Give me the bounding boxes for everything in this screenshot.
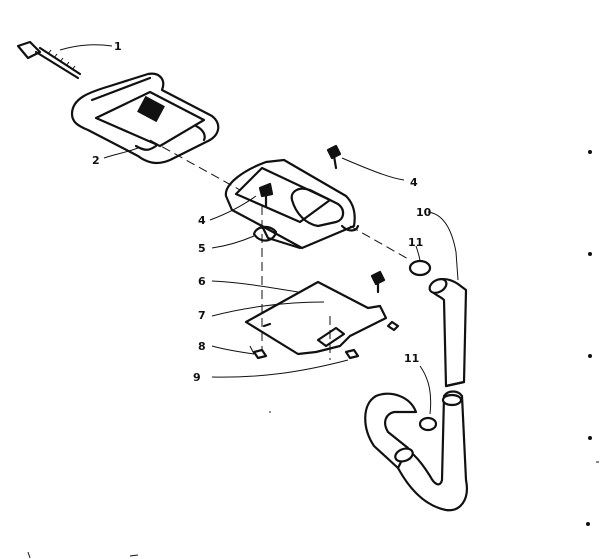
callout-11-lower: 11 bbox=[404, 352, 419, 365]
part-4-screw-b bbox=[258, 182, 274, 208]
callout-5: 5 bbox=[198, 242, 206, 255]
part-housing bbox=[224, 158, 360, 250]
part-5-clip bbox=[252, 225, 278, 242]
callout-2: 2 bbox=[92, 154, 100, 167]
part-9-clip bbox=[344, 348, 360, 360]
assembly-guides bbox=[149, 139, 411, 360]
part-2-cover bbox=[70, 72, 220, 165]
part-11-elbow bbox=[364, 390, 468, 512]
callout-9: 9 bbox=[193, 371, 201, 384]
part-10-tube bbox=[428, 278, 468, 388]
part-11-sleeve-top bbox=[408, 259, 432, 277]
part-1-screw bbox=[16, 40, 82, 80]
part-screw-upper-bracket bbox=[370, 270, 386, 294]
callout-10: 10 bbox=[416, 206, 432, 219]
part-4-screw-a bbox=[326, 144, 342, 170]
part-8-clip bbox=[252, 348, 268, 360]
callout-1: 1 bbox=[114, 40, 122, 53]
leader-lines bbox=[59, 44, 459, 415]
edge-marks bbox=[27, 150, 599, 559]
callout-6: 6 bbox=[198, 275, 206, 288]
callout-4-upper: 4 bbox=[410, 176, 418, 189]
callout-8: 8 bbox=[198, 340, 206, 353]
part-6-bracket bbox=[244, 280, 400, 356]
callout-11-upper: 11 bbox=[408, 236, 423, 249]
callout-7: 7 bbox=[198, 309, 206, 322]
callout-4-lower: 4 bbox=[198, 214, 206, 227]
